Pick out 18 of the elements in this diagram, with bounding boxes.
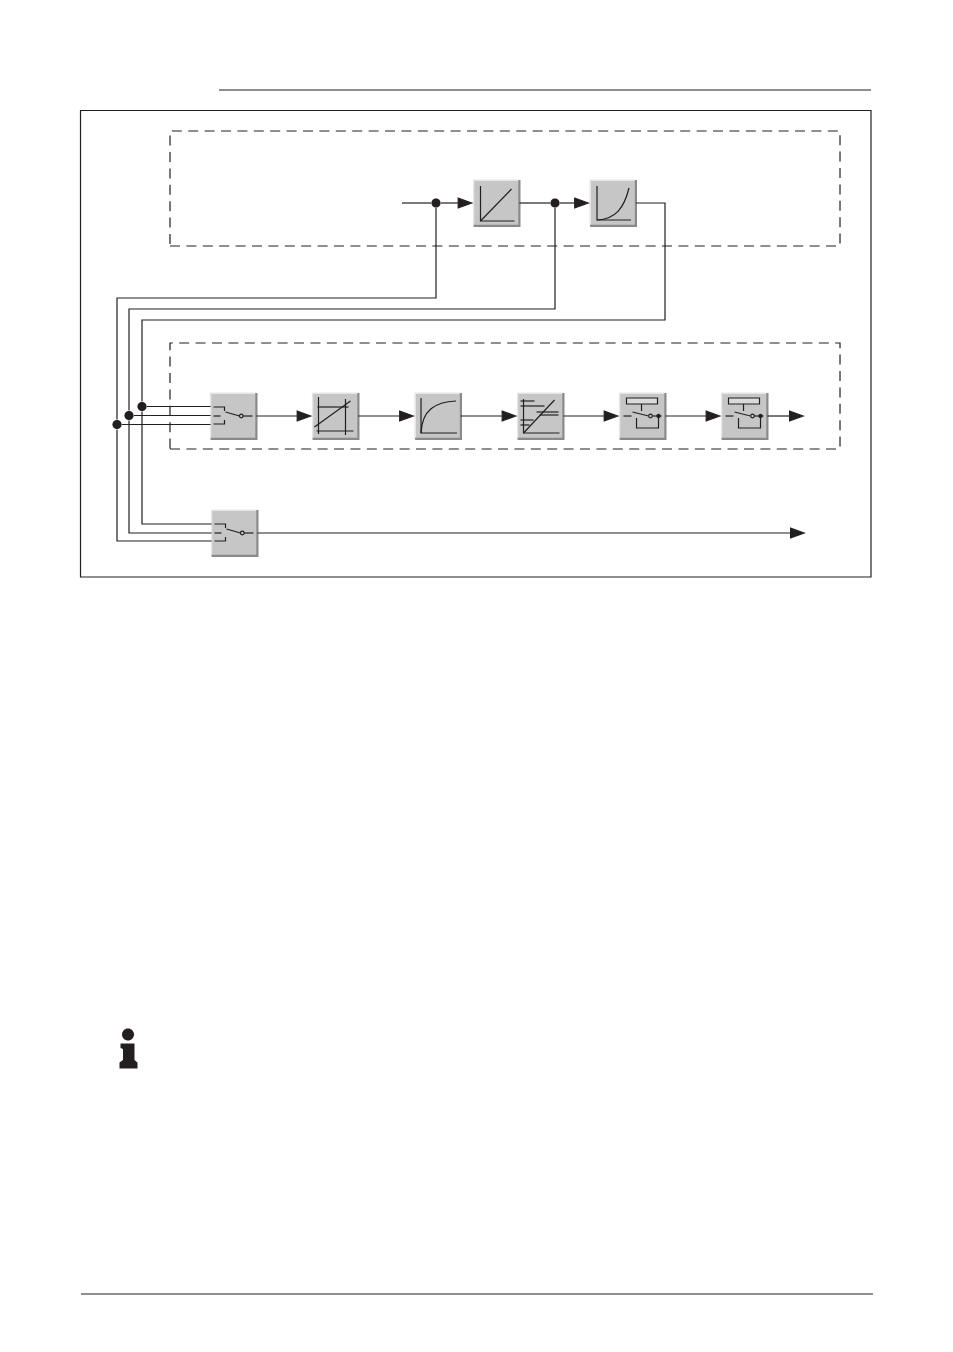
function-block (414, 392, 462, 440)
connector-line (133, 414, 212, 417)
function-block (210, 509, 259, 557)
connector-line (128, 419, 213, 534)
function-block (209, 392, 258, 440)
connector-line (128, 207, 556, 412)
connector-line (121, 423, 212, 426)
dashed-frame (169, 130, 841, 247)
connector-line (141, 202, 666, 403)
connector-line (116, 428, 213, 542)
connector-line (141, 410, 213, 525)
connector-line (146, 405, 212, 408)
connector-line (518, 202, 551, 204)
connector-line (116, 207, 437, 421)
connector-line (401, 202, 432, 204)
dashed-frame (169, 342, 841, 450)
function-block (589, 179, 637, 227)
function-block (472, 179, 521, 227)
